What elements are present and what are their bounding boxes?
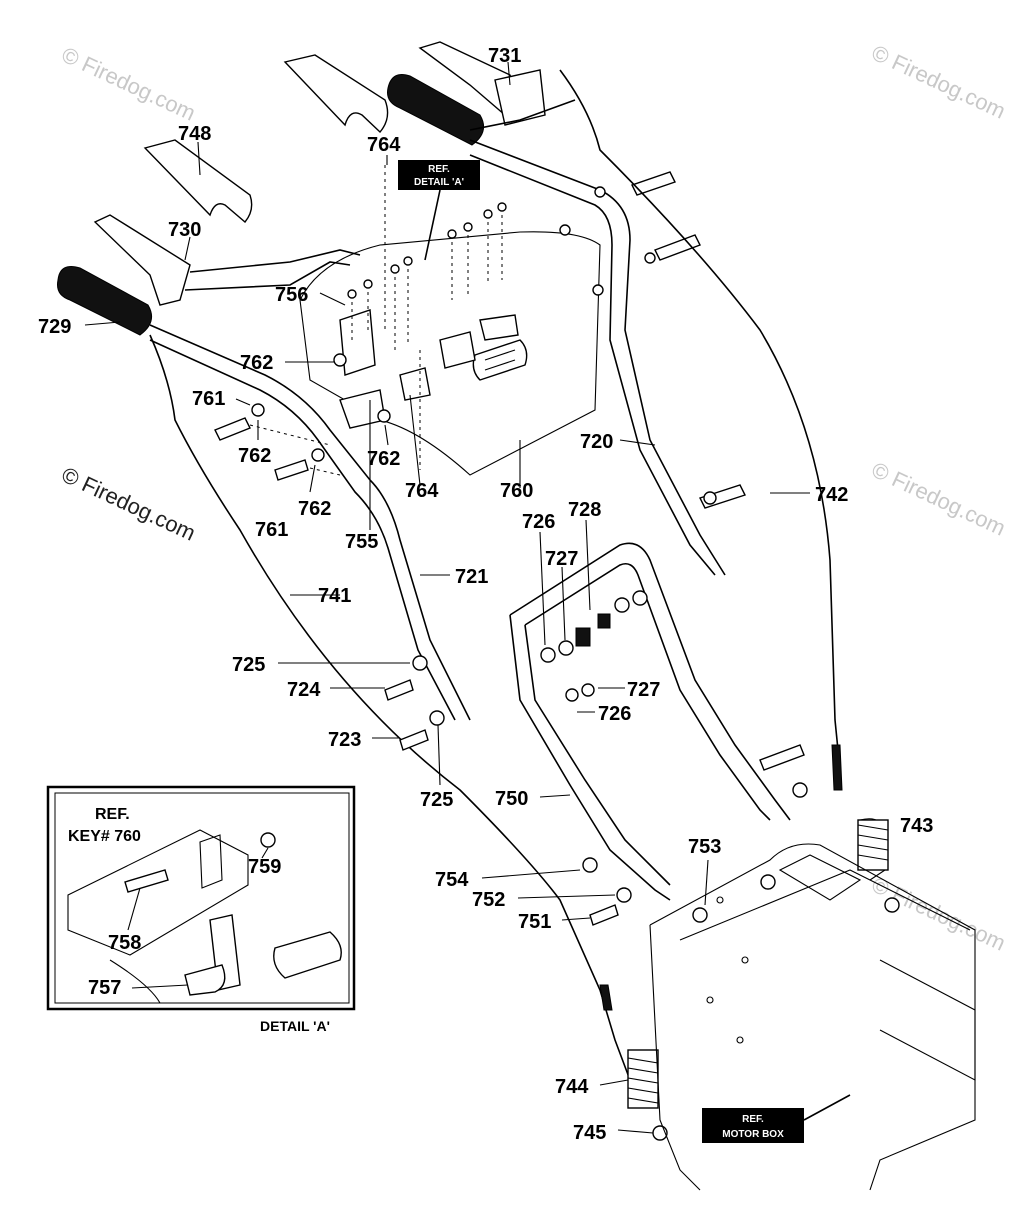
ref-detail-line2: DETAIL 'A' [414, 177, 464, 188]
detail-a-inset: REF. KEY# 760 759 758 757 DETAIL 'A' [46, 785, 356, 1034]
ref-detail-line1: REF. [428, 164, 450, 175]
upper-handle-721 [149, 324, 471, 721]
detail-ref-line2: KEY# 760 [68, 828, 141, 845]
label-752: 752 [472, 889, 505, 911]
label-762-d: 762 [367, 448, 400, 470]
label-758: 758 [108, 932, 141, 954]
label-764-top: 764 [367, 134, 401, 156]
watermark-top-left: © Firedog.com [58, 42, 200, 126]
label-744: 744 [555, 1076, 589, 1098]
label-726-bottom: 726 [598, 703, 631, 725]
bracket-756 [339, 309, 519, 429]
ref-detail-tag: REF. DETAIL 'A' [398, 160, 480, 261]
label-743: 743 [900, 815, 933, 837]
label-727-bottom: 727 [627, 679, 660, 701]
label-751: 751 [518, 911, 551, 933]
motor-box [649, 843, 976, 1191]
label-724: 724 [287, 679, 321, 701]
lower-handle-750 [509, 542, 791, 901]
control-lever-731 [418, 41, 576, 131]
label-750: 750 [495, 788, 528, 810]
grip-cover-748 [143, 54, 389, 223]
watermark-left: © Firedog.com [58, 462, 200, 546]
label-757: 757 [88, 977, 121, 999]
label-723: 723 [328, 729, 361, 751]
cable-742 [559, 69, 841, 771]
part-labels: 731 748 764 730 756 729 762 761 762 761 … [38, 45, 933, 1144]
label-762-b: 762 [238, 445, 271, 467]
watermark-right: © Firedog.com [868, 457, 1010, 541]
bolts-group [347, 165, 507, 470]
handle-bolts-right [559, 171, 746, 509]
spring-744 [599, 984, 668, 1141]
label-753: 753 [688, 836, 721, 858]
label-764-bottom: 764 [405, 480, 439, 502]
label-754: 754 [435, 869, 469, 891]
hardware-751-754 [582, 744, 808, 926]
label-729: 729 [38, 316, 71, 338]
hardware-723-725 [384, 655, 445, 751]
spacers-726-728 [540, 590, 648, 702]
label-761-b: 761 [255, 519, 288, 541]
label-759: 759 [248, 856, 281, 878]
label-745: 745 [573, 1122, 606, 1144]
ref-motor-line1: REF. [742, 1114, 764, 1125]
label-725-top: 725 [232, 654, 265, 676]
label-761-a: 761 [192, 388, 225, 410]
label-748: 748 [178, 123, 211, 145]
detail-caption: DETAIL 'A' [260, 1018, 330, 1034]
label-720: 720 [580, 431, 613, 453]
label-721: 721 [455, 566, 488, 588]
label-726-top: 726 [522, 511, 555, 533]
hardware-761-762 [214, 353, 391, 481]
label-760: 760 [500, 480, 533, 502]
label-755: 755 [345, 531, 378, 553]
leader-lines [84, 61, 810, 1134]
label-762-a: 762 [240, 352, 273, 374]
detail-ref-line1: REF. [95, 806, 130, 823]
hand-grip-729 [57, 74, 485, 336]
label-741: 741 [318, 585, 351, 607]
label-725-bottom: 725 [420, 789, 453, 811]
ref-motor-line2: MOTOR BOX [722, 1129, 784, 1140]
ref-motor-box-tag: REF. MOTOR BOX [702, 1094, 851, 1143]
control-lever-730 [93, 214, 361, 306]
label-762-c: 762 [298, 498, 331, 520]
spring-743 [831, 744, 889, 881]
label-731: 731 [488, 45, 521, 67]
cable-741 [149, 334, 651, 1106]
label-756: 756 [275, 284, 308, 306]
label-727-top: 727 [545, 548, 578, 570]
label-730: 730 [168, 219, 201, 241]
watermark-top-right: © Firedog.com [868, 40, 1010, 124]
label-742: 742 [815, 484, 848, 506]
label-728: 728 [568, 499, 601, 521]
dash-panel-760 [299, 231, 601, 476]
